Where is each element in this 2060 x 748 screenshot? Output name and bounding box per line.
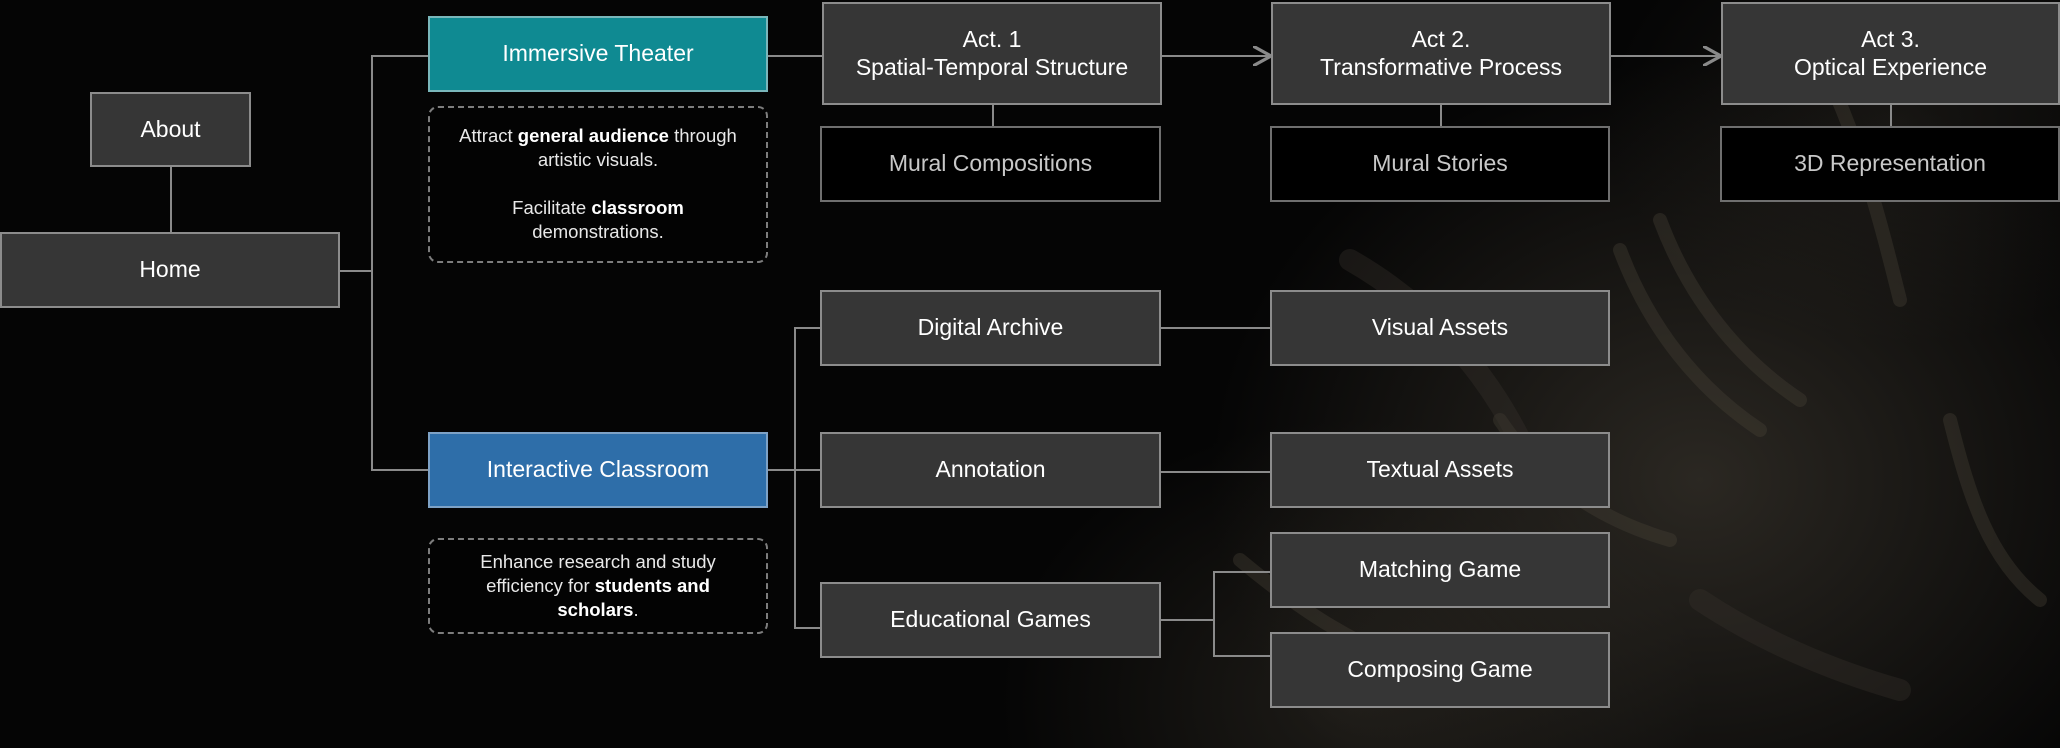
home-node[interactable]: Home <box>0 232 340 308</box>
note-text: Facilitate <box>512 197 592 218</box>
digital-archive-node[interactable]: Digital Archive <box>820 290 1161 366</box>
classroom-description-note: Enhance research and study efficiency fo… <box>428 538 768 634</box>
connector-games-children <box>1213 571 1271 657</box>
act2-number: Act 2. <box>1411 25 1471 52</box>
connector-home-theater <box>339 55 429 272</box>
3d-representation-node[interactable]: 3D Representation <box>1720 126 2060 202</box>
act3-node[interactable]: Act 3. Optical Experience <box>1721 2 2060 105</box>
connector-classroom-branch <box>794 327 821 629</box>
about-node[interactable]: About <box>90 92 251 167</box>
interactive-classroom-node[interactable]: Interactive Classroom <box>428 432 768 508</box>
mural-compositions-node[interactable]: Mural Compositions <box>820 126 1161 202</box>
composing-game-node[interactable]: Composing Game <box>1270 632 1610 708</box>
note-emphasis: general audience <box>517 125 669 146</box>
act3-number: Act 3. <box>1861 25 1920 52</box>
act1-title: Spatial-Temporal Structure <box>855 53 1129 80</box>
theater-description-note: Attract general audience through artisti… <box>428 106 768 263</box>
act1-number: Act. 1 <box>962 25 1022 52</box>
note-text: through artistic visuals. <box>537 125 737 170</box>
educational-games-node[interactable]: Educational Games <box>820 582 1161 658</box>
note-text: Enhance research and study efficiency fo… <box>480 551 716 596</box>
annotation-node[interactable]: Annotation <box>820 432 1161 508</box>
note-text: demonstrations. <box>532 221 664 242</box>
visual-assets-node[interactable]: Visual Assets <box>1270 290 1610 366</box>
mural-stories-node[interactable]: Mural Stories <box>1270 126 1610 202</box>
textual-assets-node[interactable]: Textual Assets <box>1270 432 1610 508</box>
note-text: Attract <box>459 125 518 146</box>
note-text: . <box>633 599 639 620</box>
act2-title: Transformative Process <box>1320 53 1562 80</box>
note-emphasis: classroom <box>591 197 684 218</box>
act1-node[interactable]: Act. 1 Spatial-Temporal Structure <box>822 2 1162 105</box>
connector-home-classroom <box>371 271 429 471</box>
matching-game-node[interactable]: Matching Game <box>1270 532 1610 608</box>
act3-title: Optical Experience <box>1793 53 1988 80</box>
note-emphasis: students and scholars <box>557 575 710 620</box>
act2-node[interactable]: Act 2. Transformative Process <box>1271 2 1611 105</box>
immersive-theater-node[interactable]: Immersive Theater <box>428 16 768 92</box>
